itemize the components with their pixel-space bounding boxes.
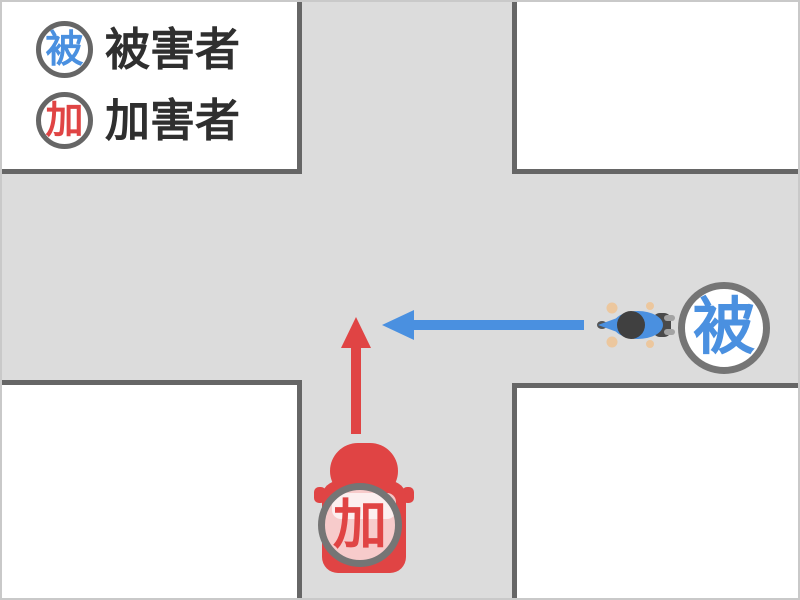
corner-block-bottom-right: [512, 383, 800, 600]
legend-row-perpetrator: 加 加害者: [36, 92, 240, 149]
corner-block-top-right: [512, 0, 800, 174]
victim-arrow: [382, 310, 584, 340]
perpetrator-badge: 加: [318, 483, 402, 567]
motorcycle-icon: [597, 302, 675, 348]
victim-badge: 被: [678, 282, 770, 374]
legend-row-victim: 被 被害者: [36, 21, 240, 78]
victim-legend-badge-icon: 被: [36, 21, 93, 78]
corner-block-bottom-left: [0, 380, 302, 600]
corner-block-top-left: 被 被害者 加 加害者: [0, 0, 302, 174]
perpetrator-arrowhead-icon: [341, 317, 371, 348]
perpetrator-legend-badge-icon: 加: [36, 92, 93, 149]
perpetrator-legend-label: 加害者: [105, 95, 241, 146]
perpetrator-arrow: [341, 317, 371, 434]
victim-arrowhead-icon: [382, 310, 414, 340]
victim-legend-label: 被害者: [105, 24, 241, 75]
